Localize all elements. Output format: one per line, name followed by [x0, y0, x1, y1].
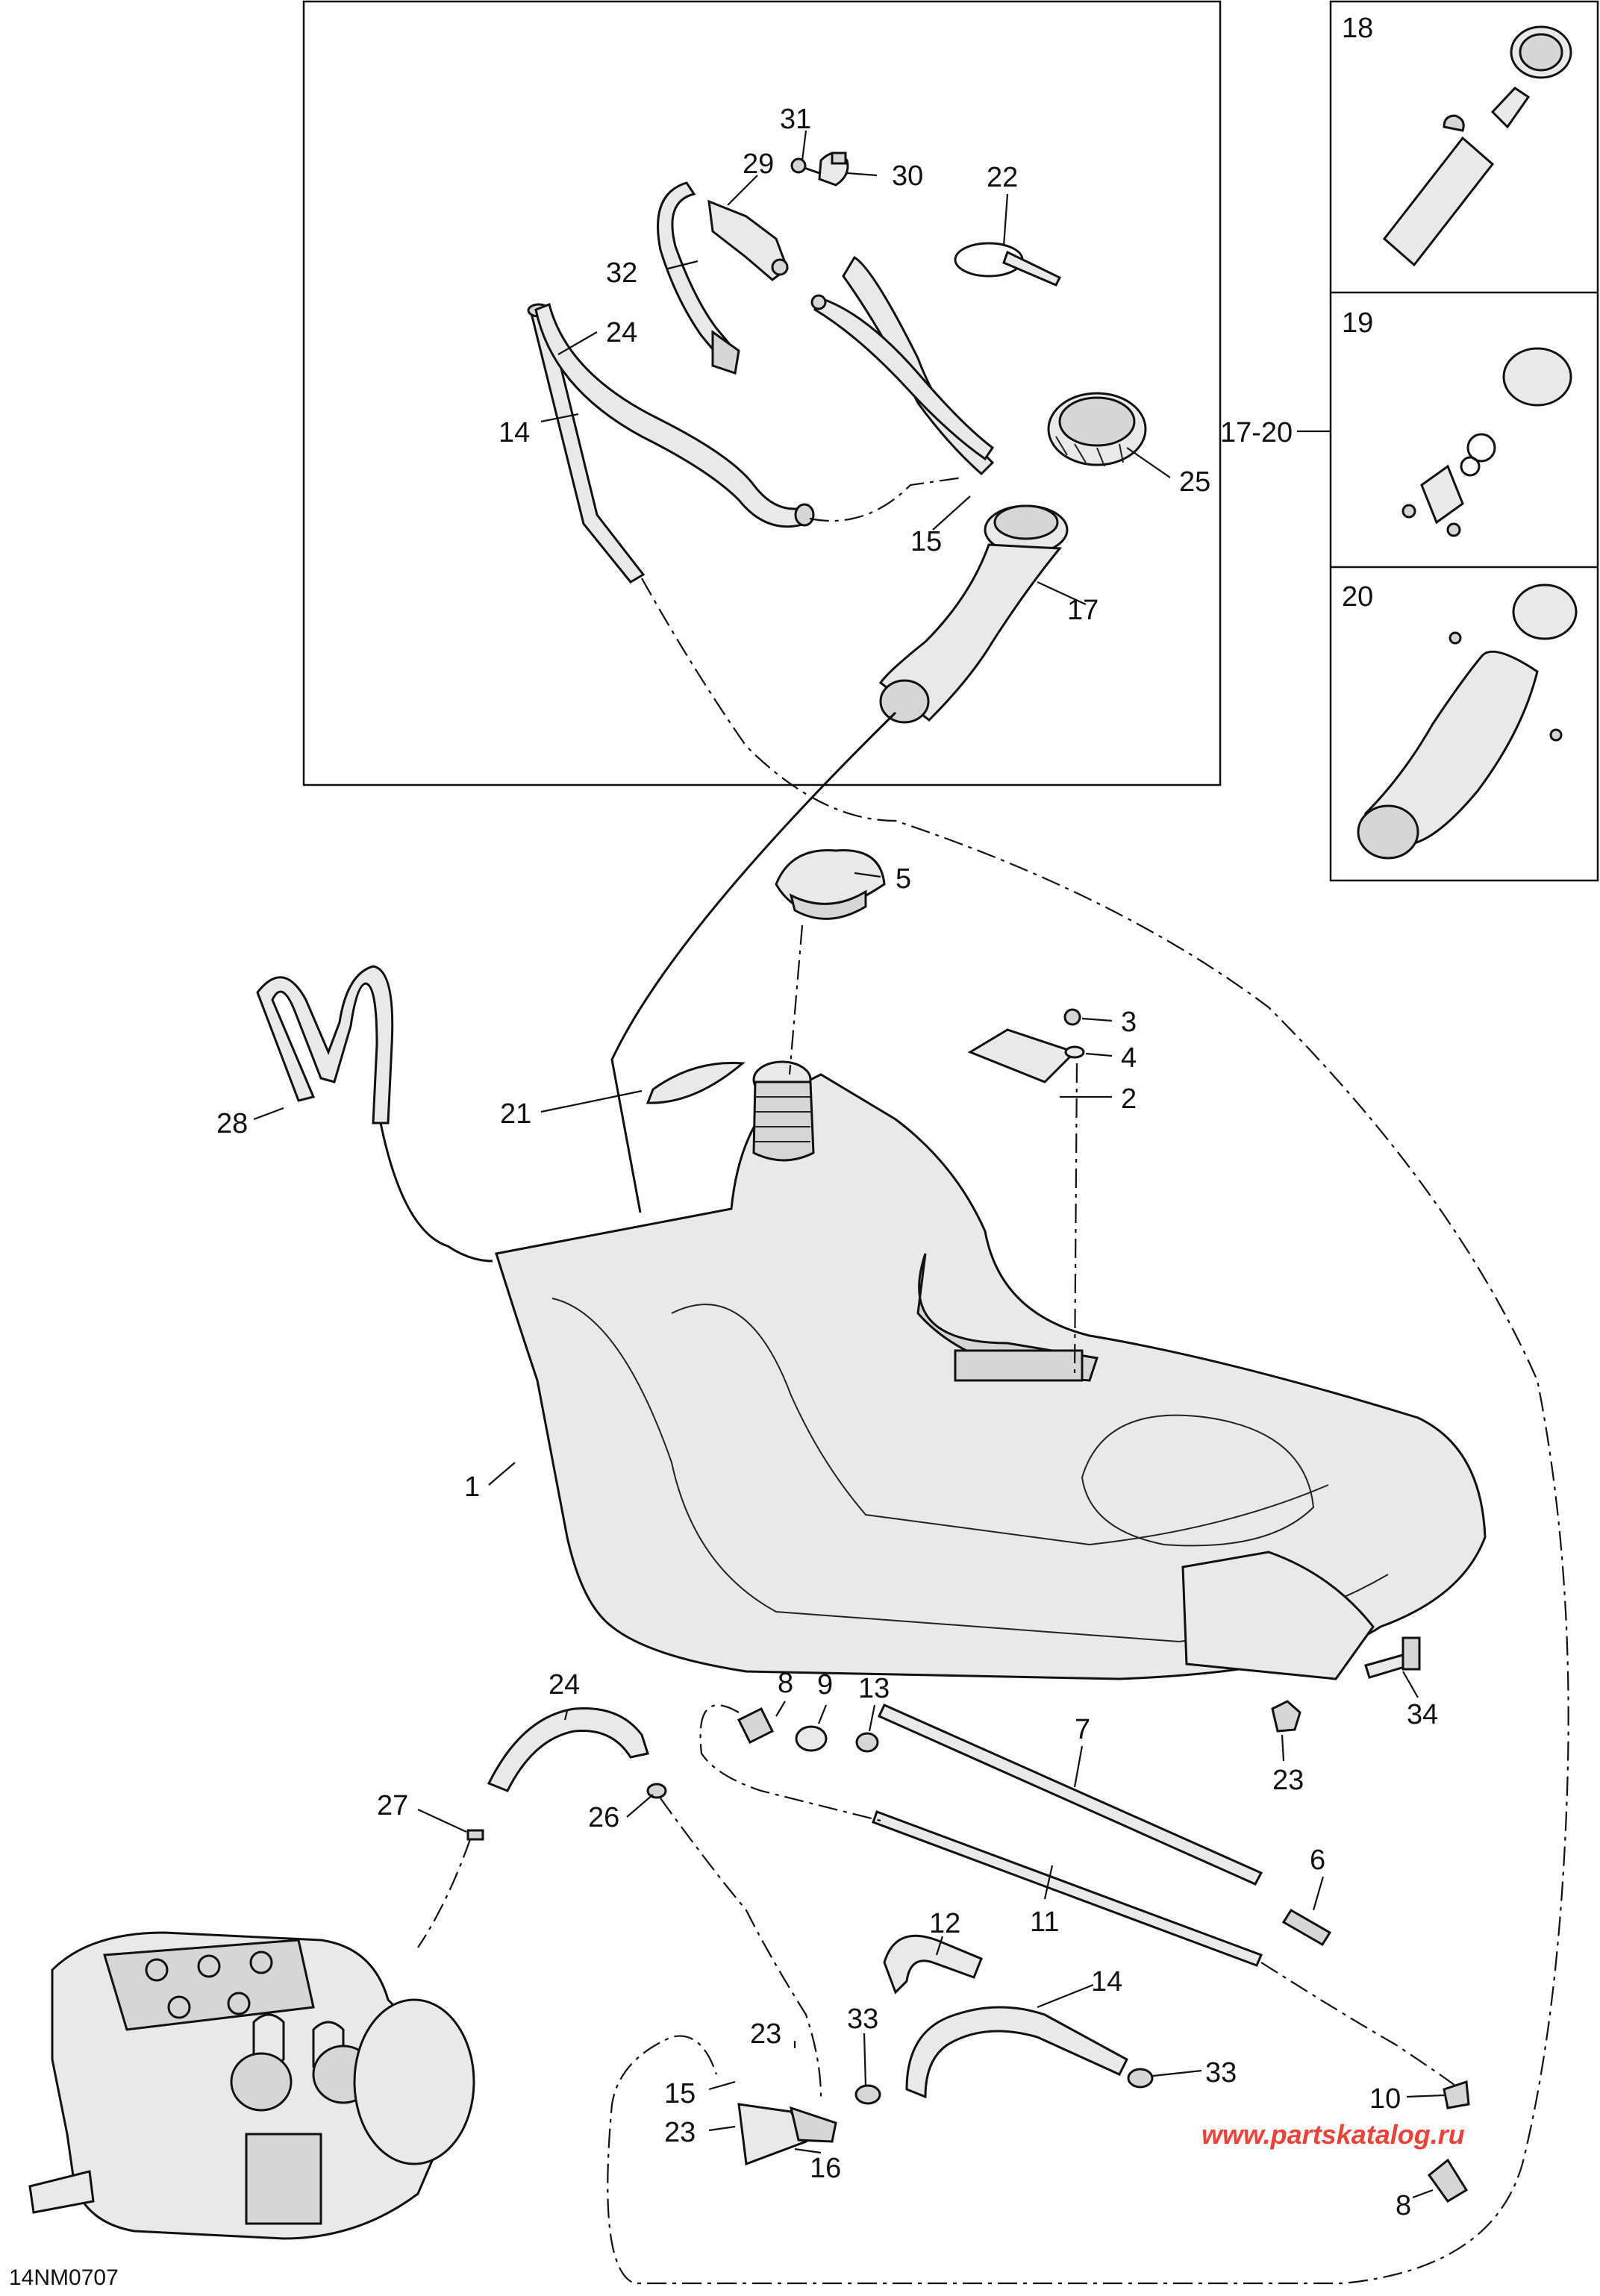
- callout-13: 13: [858, 1673, 890, 1704]
- kit-18-pump-filter: [1382, 25, 1572, 267]
- pump-to-tank-leader-line: [610, 711, 897, 1213]
- route-line-hose27-to-engine: [417, 1839, 472, 1948]
- callout-24-bottom: 24: [549, 1669, 580, 1701]
- callout-32: 32: [606, 257, 637, 289]
- engine: [28, 1931, 475, 2240]
- hose-28-route: [379, 1122, 493, 1263]
- kit-20-pump-housing: [1357, 584, 1578, 860]
- callout-34: 34: [1407, 1699, 1438, 1730]
- hose-24-upper: [534, 302, 815, 528]
- hose-32-with-connector: [657, 181, 789, 375]
- kit-panel-frame: [1329, 0, 1599, 882]
- callout-16: 16: [810, 2153, 841, 2184]
- clamp-30: [818, 151, 849, 187]
- callout-8-top: 8: [778, 1668, 793, 1699]
- kit-19-regulator: [1401, 347, 1572, 537]
- leader-lines: [253, 130, 1445, 2199]
- route-line-hose14-to-engine: [607, 578, 1569, 2285]
- hose-14-lower: [905, 2006, 1128, 2099]
- callout-33-left: 33: [847, 2003, 878, 2035]
- callout-23-low: 23: [664, 2117, 696, 2148]
- callout-30: 30: [892, 160, 923, 192]
- route-line-fitting8: [699, 1704, 881, 1822]
- callout-11: 11: [1030, 1906, 1059, 1938]
- callout-2: 2: [1121, 1083, 1137, 1115]
- callout-25: 25: [1179, 466, 1210, 498]
- fuel-valve-16: [737, 2103, 837, 2166]
- callout-14-top: 14: [499, 417, 530, 448]
- callout-1: 1: [464, 1471, 480, 1503]
- callout-21: 21: [500, 1098, 531, 1130]
- callout-23-mid: 23: [750, 2018, 781, 2050]
- fuel-pump-17: [878, 504, 1069, 724]
- callout-17: 17: [1067, 595, 1099, 626]
- callout-10: 10: [1369, 2083, 1401, 2115]
- callout-12: 12: [929, 1908, 960, 1939]
- route-line-cap: [788, 925, 804, 1075]
- gasket-21: [646, 1061, 746, 1104]
- route-line-cover: [1073, 1063, 1078, 1377]
- callout-9: 9: [817, 1669, 833, 1701]
- hose-7: [877, 1704, 1263, 1886]
- hose-11: [872, 1810, 1263, 1967]
- elbow-10-and-8: [1427, 2080, 1470, 2203]
- callout-18: 18: [1342, 13, 1373, 44]
- callout-28: 28: [216, 1108, 248, 1139]
- callout-26: 26: [588, 1802, 619, 1833]
- drawing-code: 14NM0707: [9, 2265, 119, 2290]
- route-line-pump-hose: [809, 476, 963, 522]
- bolt-34-and-nut-23: [1271, 1636, 1421, 1733]
- hose-28: [256, 965, 394, 1124]
- callout-14-bottom: 14: [1091, 1966, 1122, 1998]
- fitting-6: [1281, 1908, 1332, 1947]
- callout-6: 6: [1310, 1845, 1325, 1876]
- callout-31: 31: [780, 104, 811, 135]
- clamps-33: [854, 2068, 1154, 2105]
- callout-33-right: 33: [1205, 2057, 1237, 2089]
- tie-strap-22: [954, 242, 1062, 287]
- callout-22: 22: [987, 162, 1018, 193]
- fuel-tank-1: [495, 1060, 1487, 1680]
- small-fasteners-26-27: [466, 1783, 667, 1841]
- lock-ring-25: [1047, 392, 1147, 467]
- screw-3-and-washer-4: [1063, 1008, 1085, 1059]
- callout-5: 5: [896, 863, 911, 895]
- callout-29: 29: [743, 148, 774, 180]
- callout-23-right: 23: [1272, 1765, 1304, 1796]
- callout-15-bottom: 15: [664, 2078, 696, 2109]
- hose-24-lower: [487, 1707, 649, 1792]
- fuel-cap-5: [775, 849, 886, 920]
- callout-17-20: 17-20: [1220, 417, 1293, 448]
- callout-7: 7: [1075, 1714, 1090, 1745]
- watermark-text: www.partskatalog.ru: [1201, 2119, 1465, 2150]
- callout-15-top: 15: [910, 526, 942, 557]
- callout-3: 3: [1121, 1007, 1137, 1038]
- fittings-8-9-13: [737, 1707, 879, 1753]
- screw-31: [790, 157, 820, 175]
- callout-24-top: 24: [606, 317, 637, 348]
- callout-27: 27: [377, 1790, 408, 1821]
- callout-19: 19: [1342, 307, 1373, 339]
- pump-outlet-hoses: [810, 255, 995, 476]
- callout-20: 20: [1342, 581, 1373, 613]
- callout-4: 4: [1121, 1042, 1137, 1074]
- route-line-hose11-to-elbow: [1260, 1962, 1456, 2086]
- cover-plate-2: [967, 1028, 1077, 1083]
- callout-8-bottom: 8: [1396, 2190, 1411, 2221]
- route-line-hose24-to-valve: [660, 1798, 822, 2098]
- fuel-pump-detail-frame: [302, 0, 1222, 786]
- hose-12: [883, 1934, 983, 1995]
